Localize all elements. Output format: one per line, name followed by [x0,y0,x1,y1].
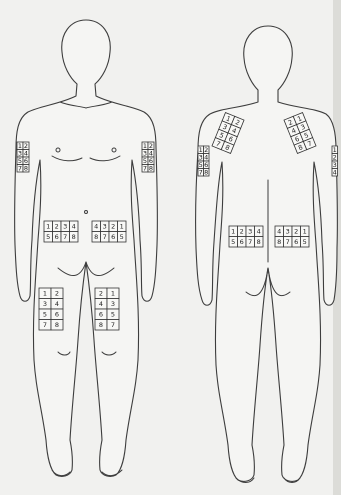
grid-number: 2 [55,223,59,231]
grid-number: 3 [43,300,47,308]
grid-number: 6 [55,311,59,319]
grid-number: 6 [99,311,103,319]
grid-number: 2 [111,223,115,231]
grid-number: 4 [99,300,103,308]
grid-number: 8 [149,165,153,173]
grid-number: 8 [94,233,98,241]
grid-number: 8 [277,238,281,246]
grid-number: 7 [43,321,47,329]
grid-number: 6 [111,233,115,241]
grid-number: 4 [277,228,281,236]
grid-number: 1 [303,228,307,236]
grid-number: 4 [333,169,337,177]
grid-number: 7 [199,169,203,177]
grid-number: 4 [55,300,59,308]
grid-number: 2 [294,228,298,236]
grid-number: 3 [286,228,290,236]
grid-number: 1 [231,228,235,236]
grid-number: 5 [303,238,307,246]
grid-number: 3 [103,223,107,231]
grid-number: 7 [143,165,147,173]
grid-number: 8 [72,233,76,241]
grid-number: 2 [55,290,59,298]
grid-number: 3 [63,223,67,231]
grid-number: 1 [43,290,47,298]
grid-number: 7 [286,238,290,246]
back-shoulder-left-grid: 12345678 [212,113,244,154]
grid-number: 4 [72,223,76,231]
front-left-arm-grid: 12345678 [17,142,29,173]
grid-number: 3 [248,228,252,236]
grid-number: 7 [111,321,115,329]
grid-number: 5 [120,233,124,241]
grid-number: 8 [99,321,103,329]
grid-number: 2 [99,290,103,298]
grid-number: 6 [55,233,59,241]
grid-number: 1 [46,223,50,231]
grid-number: 8 [55,321,59,329]
grid-number: 6 [240,238,244,246]
grid-number: 7 [18,165,22,173]
grid-number: 4 [257,228,261,236]
grid-number: 2 [240,228,244,236]
grid-number: 5 [46,233,50,241]
grid-number: 7 [103,233,107,241]
grid-number: 8 [204,169,208,177]
grid-number: 5 [111,311,115,319]
grid-number: 4 [94,223,98,231]
grid-number: 5 [231,238,235,246]
grid-number: 1 [111,290,115,298]
grid-number: 7 [248,238,252,246]
grid-number: 5 [43,311,47,319]
grid-number: 8 [257,238,261,246]
grid-number: 6 [294,238,298,246]
grid-number: 3 [111,300,115,308]
grid-number: 1 [120,223,124,231]
grid-number: 7 [63,233,67,241]
grid-number: 8 [24,165,28,173]
